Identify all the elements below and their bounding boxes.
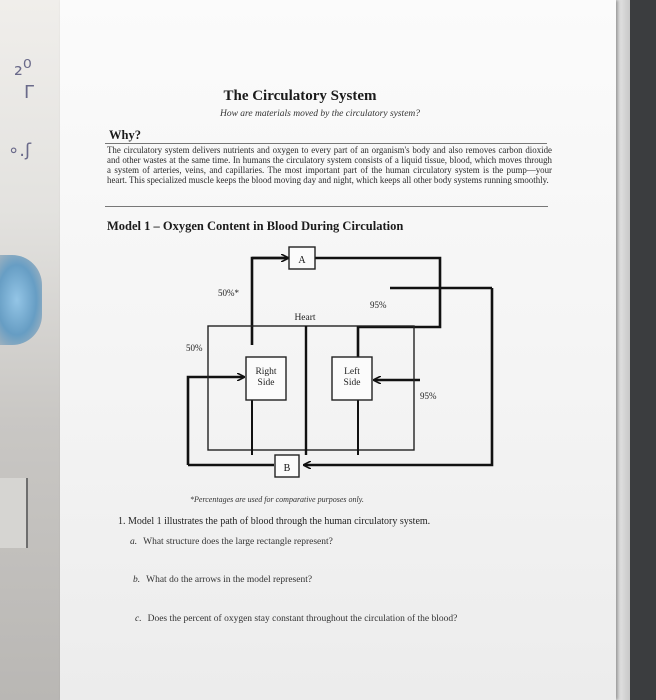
percent-label: 50% bbox=[186, 343, 203, 353]
divider bbox=[105, 143, 547, 144]
right-side-label: Side bbox=[258, 378, 275, 388]
question-text: Does the percent of oxygen stay constant… bbox=[147, 614, 458, 624]
doodle-mark: Γ bbox=[24, 82, 35, 103]
left-side-box bbox=[331, 356, 373, 401]
why-heading: Why? bbox=[109, 128, 141, 142]
right-side-box bbox=[245, 356, 287, 401]
why-paragraph: The circulatory system delivers nutrient… bbox=[107, 145, 552, 185]
pulmonary-loop bbox=[250, 256, 442, 372]
box-a bbox=[288, 246, 316, 270]
doodle-mark: ∘.ʃ bbox=[8, 140, 32, 161]
label-a: A bbox=[298, 255, 306, 266]
percent-label: 50%* bbox=[218, 288, 239, 298]
question-letter: b. bbox=[133, 575, 141, 585]
question-1c: c. Does the percent of oxygen stay consta… bbox=[135, 614, 457, 624]
question-text: What structure does the large rectangle … bbox=[143, 537, 333, 547]
heart-label: Heart bbox=[294, 313, 315, 323]
percent-label: 95% bbox=[370, 300, 387, 310]
blue-object bbox=[0, 255, 42, 345]
diagram-footnote: *Percentages are used for comparative pu… bbox=[190, 495, 364, 504]
page-subtitle: How are materials moved by the circulato… bbox=[219, 109, 421, 119]
question-1b: b. What do the arrows in the model repres… bbox=[133, 575, 312, 585]
arrow-to-right-side bbox=[186, 377, 244, 465]
left-side-label: Side bbox=[344, 378, 361, 388]
question-letter: c. bbox=[135, 614, 142, 624]
left-side-label: Left bbox=[344, 366, 360, 377]
percent-label: 95% bbox=[420, 391, 437, 401]
question-text: What do the arrows in the model represen… bbox=[146, 575, 313, 585]
heart-rectangle bbox=[207, 325, 415, 451]
model-title: Model 1 – Oxygen Content in Blood During… bbox=[107, 219, 404, 233]
page-title: The Circulatory System bbox=[223, 88, 377, 104]
box-b bbox=[274, 454, 300, 478]
label-b: B bbox=[284, 463, 291, 474]
worksheet-page bbox=[60, 0, 616, 700]
systemic-loop-return bbox=[304, 288, 494, 465]
divider bbox=[105, 206, 548, 207]
question-1: 1. Model 1 illustrates the path of blood… bbox=[118, 516, 431, 527]
question-1a: a. What structure does the large rectangl… bbox=[130, 537, 333, 547]
question-letter: a. bbox=[130, 537, 138, 547]
right-side-label: Right bbox=[255, 367, 276, 377]
doodle-mark: ₂⁰ bbox=[14, 56, 32, 81]
paper-edge bbox=[0, 478, 28, 548]
